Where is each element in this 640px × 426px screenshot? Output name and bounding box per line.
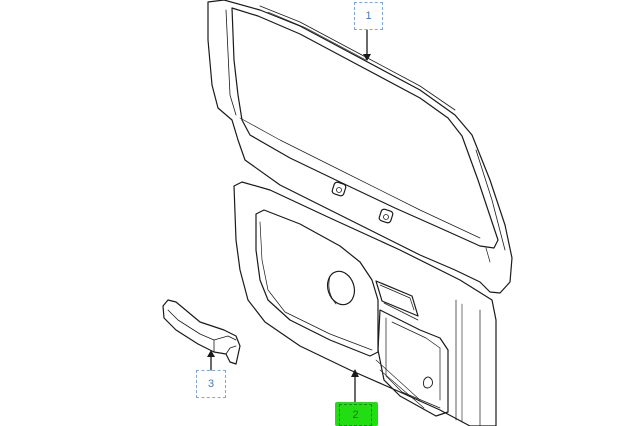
callout-2[interactable]: 2: [339, 404, 372, 426]
leader-lines: [207, 29, 371, 405]
upper-trim-panel: [207, 0, 513, 294]
callout-3[interactable]: 3: [196, 370, 226, 398]
callout-2-label: 2: [352, 409, 359, 421]
pull-handle-part: [162, 299, 241, 365]
callout-2-highlight: [335, 402, 378, 426]
callout-3-label: 3: [207, 378, 215, 390]
callout-1[interactable]: 1: [354, 2, 383, 30]
callout-1-label: 1: [365, 10, 372, 22]
lower-trim-panel: [233, 181, 497, 426]
